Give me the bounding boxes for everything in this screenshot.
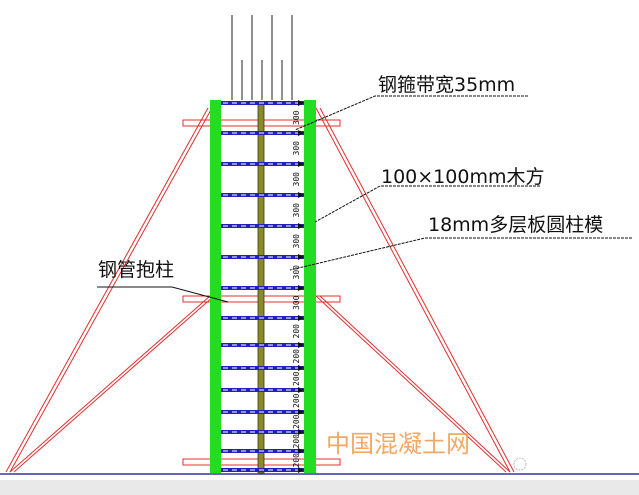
dimension-label: 200 — [292, 349, 301, 364]
batten — [221, 448, 304, 454]
batten — [221, 429, 304, 435]
dimension-label: 200 — [292, 414, 301, 429]
dimension-label: 200 — [292, 434, 301, 449]
dimension-label: 200 — [292, 453, 301, 468]
steel-brace — [315, 295, 511, 473]
leader-steel-pipe: 钢管抱柱 — [97, 259, 229, 303]
bottom-bar — [0, 480, 639, 495]
wechat-watermark-icon — [513, 457, 527, 471]
steel-hoop-battens — [221, 100, 304, 473]
dimension-label: 300 — [292, 295, 301, 310]
batten — [221, 315, 304, 321]
leader-plywood: 18mm多层板圆柱模 — [289, 214, 632, 271]
batten — [221, 254, 304, 260]
label-plywood: 18mm多层板圆柱模 — [428, 214, 603, 236]
diagonal-steel-braces — [5, 107, 515, 473]
batten — [221, 130, 304, 136]
batten — [221, 223, 304, 229]
dimension-label: 300 — [292, 203, 301, 218]
batten — [221, 161, 304, 167]
batten — [221, 467, 304, 473]
dimension-labels: 300 300 300 300 300 300 300 200 200 200 200 200 200 2… — [0, 0, 301, 468]
left-formwork-panel — [210, 100, 221, 473]
label-timber: 100×100mm木方 — [381, 166, 544, 188]
steel-brace — [315, 107, 515, 473]
steel-brace — [5, 107, 213, 473]
dimension-label: 300 — [292, 265, 301, 280]
dimension-label: 300 — [292, 172, 301, 187]
dimension-label: 200 — [292, 324, 301, 339]
dimension-label: 300 — [292, 234, 301, 249]
label-steel-hoop: 钢箍带宽35mm — [378, 74, 515, 96]
dimension-label: 300 — [292, 110, 301, 125]
steel-brace — [9, 295, 215, 473]
dimension-label: 200 — [292, 371, 301, 386]
batten — [221, 285, 304, 291]
batten — [221, 409, 304, 415]
leader-timber: 100×100mm木方 — [314, 166, 544, 223]
watermark: 中国混凝土网 — [326, 430, 470, 458]
dimension-label: 200 — [0, 0, 15, 2]
batten — [221, 365, 304, 371]
dimension-label: 300 — [292, 141, 301, 156]
vertical-rebars — [231, 15, 293, 100]
batten — [221, 100, 304, 106]
right-formwork-panel — [304, 100, 316, 473]
dimension-label: 200 — [292, 393, 301, 408]
leader-steel-hoop: 钢箍带宽35mm — [294, 74, 528, 131]
label-steel-pipe: 钢管抱柱 — [98, 259, 174, 281]
batten — [221, 387, 304, 393]
batten — [221, 342, 304, 348]
batten — [221, 192, 304, 198]
